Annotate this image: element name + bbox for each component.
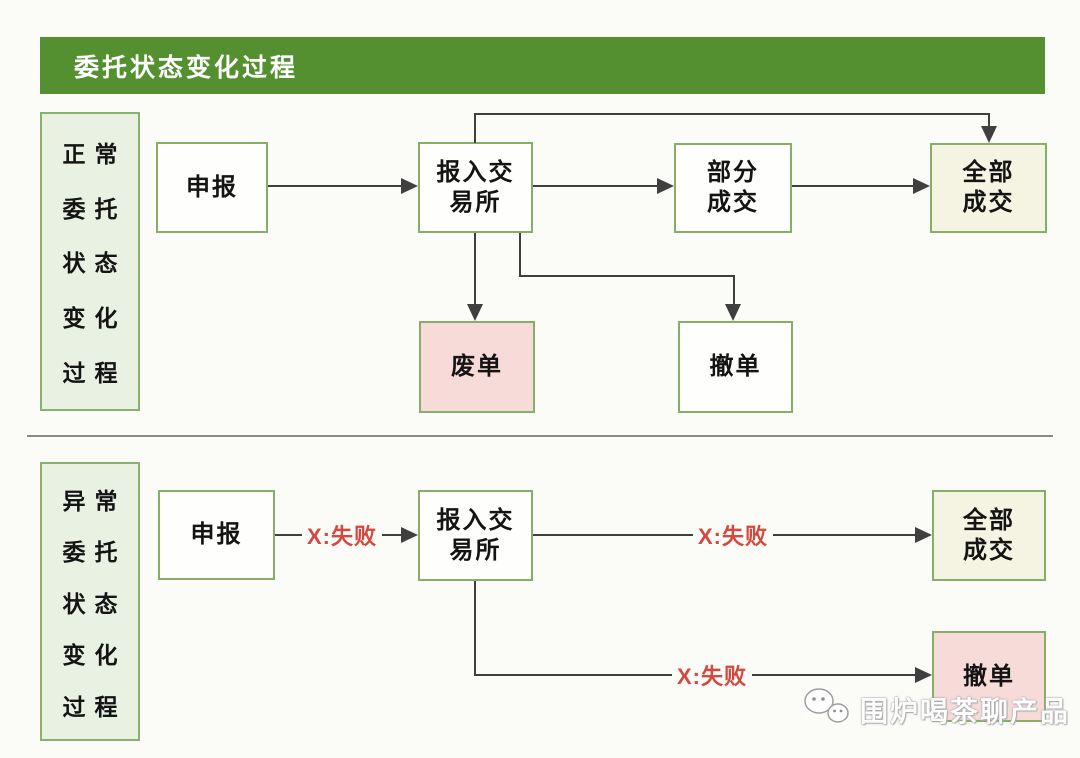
fail-label: X:失败 — [671, 659, 753, 691]
page-title-bar: 委托状态变化过程 — [40, 37, 1045, 94]
watermark-text: 围炉喝茶聊产品 — [860, 695, 1071, 727]
sidebar-line: 委托 — [62, 196, 127, 222]
sidebar-line: 过程 — [62, 694, 127, 720]
connector-partial-to-full — [792, 185, 916, 187]
arrowhead-icon — [913, 178, 930, 194]
node-full-fill-normal: 全部 成交 — [930, 143, 1047, 233]
arrowhead-icon — [657, 178, 674, 194]
connector-exchange-to-cancel — [519, 233, 521, 277]
connector-exchange-to-full-bypass — [474, 113, 476, 143]
watermark: 围炉喝茶聊产品 — [800, 686, 1070, 733]
connector-exchange-to-partial — [533, 185, 660, 187]
sidebar-line: 委托 — [62, 540, 127, 565]
connector-exchange-to-cancel-fail — [474, 581, 476, 676]
fail-label: X:失败 — [301, 519, 383, 551]
sidebar-line: 变化 — [62, 643, 127, 668]
connector-exchange-to-invalid — [474, 233, 476, 305]
node-declare-abnormal: 申报 — [158, 490, 275, 580]
node-sent-to-exchange-abnormal: 报入交 易所 — [418, 490, 533, 581]
node-cancel-order-abnormal: 撤单 — [932, 631, 1046, 722]
arrowhead-icon — [981, 126, 997, 143]
sidebar-line: 异常 — [62, 488, 127, 514]
sidebar-line: 状态 — [62, 251, 127, 277]
page-title: 委托状态变化过程 — [74, 54, 299, 82]
node-full-fill-abnormal: 全部 成交 — [932, 490, 1046, 581]
arrowhead-icon — [401, 527, 418, 543]
connector-exchange-to-full-bypass — [988, 113, 990, 128]
connector-exchange-to-cancel — [733, 275, 735, 306]
connector-exchange-to-cancel — [519, 275, 735, 277]
arrowhead-icon — [401, 178, 418, 194]
node-partial-fill: 部分 成交 — [674, 143, 792, 233]
arrowhead-icon — [467, 304, 483, 321]
connector-declare-to-exchange — [268, 185, 404, 187]
wechat-icon — [800, 686, 852, 733]
node-invalid-order: 废单 — [419, 321, 535, 413]
fail-label: X:失败 — [692, 519, 774, 551]
arrowhead-icon — [915, 527, 932, 543]
sidebar-abnormal-process: 异常 委托 状态 变化 过程 — [40, 462, 140, 741]
node-sent-to-exchange-normal: 报入交 易所 — [418, 142, 533, 233]
node-declare-normal: 申报 — [156, 142, 268, 233]
sidebar-line: 状态 — [62, 591, 127, 617]
arrowhead-icon — [725, 304, 741, 321]
sidebar-line: 过程 — [62, 361, 127, 387]
sidebar-normal-process: 正常 委托 状态 变化 过程 — [40, 112, 140, 411]
sidebar-line: 正常 — [62, 141, 127, 167]
section-divider — [27, 435, 1053, 437]
sidebar-line: 变化 — [62, 306, 127, 332]
arrowhead-icon — [915, 667, 932, 683]
node-cancel-order-normal: 撤单 — [678, 321, 793, 413]
connector-exchange-to-full-bypass — [474, 113, 990, 115]
